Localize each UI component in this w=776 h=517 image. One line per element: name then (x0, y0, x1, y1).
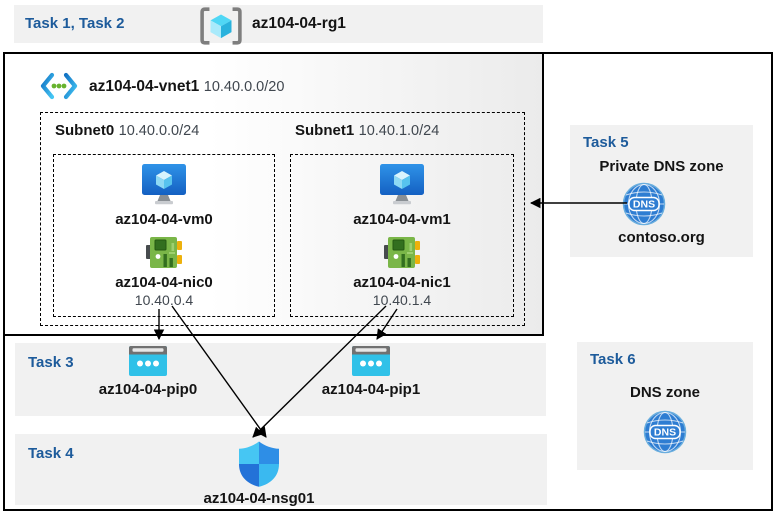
vm1-name: az104-04-vm1 (353, 211, 451, 228)
private-dns-icon: DNS (622, 182, 666, 226)
nic1-ip: 10.40.1.4 (372, 292, 432, 308)
vnet-icon (40, 72, 78, 100)
dns-zone-icon: DNS (643, 410, 687, 454)
subnet1-label: Subnet1 10.40.1.0/24 (295, 122, 439, 140)
vnet-box: az104-04-vnet1 10.40.0.0/20 Subnet0 10.4… (3, 52, 544, 336)
subnet1-box: az104-04-vm1 az104-04-nic1 10.40.1.4 (290, 154, 514, 317)
nic0-icon (146, 237, 182, 268)
vm1-icon (380, 164, 424, 205)
nsg-shield-icon (239, 441, 279, 487)
task3-band: Task 3 az104-04-pip0 az104-04-pip1 (15, 343, 546, 416)
vnet-cidr: 10.40.0.0/20 (203, 79, 285, 95)
public-ip1-icon (352, 346, 390, 376)
private-dns-icon-text: DNS (633, 199, 655, 211)
vnet-name: az104-04-vnet1 (89, 78, 200, 95)
vm0-name: az104-04-vm0 (115, 211, 213, 228)
subnet0-label: Subnet0 10.40.0.0/24 (55, 122, 199, 140)
pip0-group: az104-04-pip0 (83, 346, 213, 398)
dns-zone-title: DNS zone (629, 384, 700, 401)
private-dns-zone-title: Private DNS zone (599, 158, 724, 175)
vm0-icon (142, 164, 186, 205)
task5-label: Task 5 (583, 134, 629, 151)
nic0-ip: 10.40.0.4 (134, 292, 194, 308)
resource-group-band: Task 1, Task 2 az104-04-rg1 (14, 5, 543, 45)
public-ip0-icon (129, 346, 167, 376)
subnet1-name: Subnet1 (295, 122, 355, 139)
nic0-name: az104-04-nic0 (115, 274, 213, 291)
subnet0-name: Subnet0 (55, 122, 115, 139)
pip1-group: az104-04-pip1 (306, 346, 436, 398)
dns-zone-icon-text: DNS (654, 427, 676, 439)
private-dns-zone-name: contoso.org (618, 229, 705, 246)
task4-label: Task 4 (28, 445, 74, 462)
task4-band: Task 4 az104-04-nsg01 (15, 434, 547, 507)
pip1-name: az104-04-pip1 (321, 381, 421, 398)
task-1-2-label: Task 1, Task 2 (25, 15, 125, 32)
task3-label: Task 3 (28, 354, 74, 371)
subnet0-cidr: 10.40.0.0/24 (118, 123, 200, 139)
subnets-container: Subnet0 10.40.0.0/24 Subnet1 10.40.1.0/2… (40, 112, 525, 326)
pip0-name: az104-04-pip0 (98, 381, 198, 398)
nic1-icon (384, 237, 420, 268)
task6-label: Task 6 (590, 351, 636, 368)
nic1-name: az104-04-nic1 (353, 274, 451, 291)
nsg-name: az104-04-nsg01 (203, 490, 315, 507)
subnet0-box: az104-04-vm0 az104-04-nic0 10.40.0.4 (53, 154, 275, 317)
nsg-group: az104-04-nsg01 (194, 441, 324, 507)
task5-panel: Task 5 Private DNS zone DNS contoso.org (570, 125, 753, 257)
resource-group-name: az104-04-rg1 (252, 15, 346, 32)
subnet1-cidr: 10.40.1.0/24 (358, 123, 440, 139)
task6-panel: Task 6 DNS zone DNS (577, 342, 753, 470)
resource-group-icon (200, 7, 242, 45)
